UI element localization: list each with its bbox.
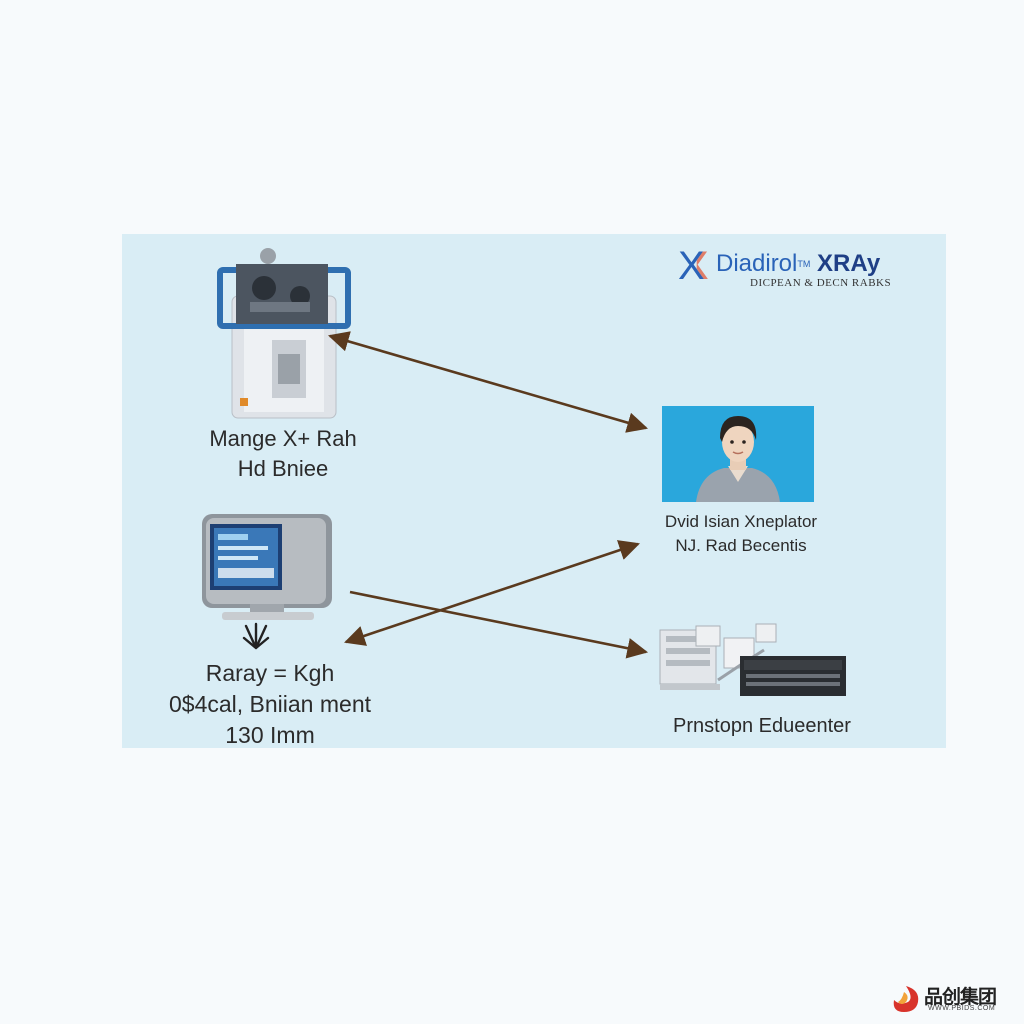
person-icon [696,416,780,502]
equipment-label: Prnstopn Edueenter [640,712,884,740]
machine-label-line1: Mange X+ Rah [209,426,357,451]
person-label-line2: NJ. Rad Becentis [675,536,807,555]
brand-x-mark: X [678,244,705,288]
brand-name: DiadirolTM XRAy [716,250,880,278]
monitor-label-line1: Raray = Kgh [205,660,335,686]
monitor-label: Raray = Kgh 0$4cal, Bniian ment 130 Imm [150,658,390,751]
monitor-label-line3: 130 Imm [225,722,315,748]
person-photo [662,406,814,502]
brand-x-mark-accent: X [682,244,709,288]
footer-logo: 品创集团 WWW.PBIDS.COM [890,982,1016,1016]
equipment-label-line1: Prnstopn Edueenter [673,715,851,737]
footer-url: WWW.PBIDS.COM [928,1005,996,1012]
brand-tagline: DICPEAN & DECN RABKS [750,277,892,289]
machine-label: Mange X+ Rah Hd Bniee [188,424,378,484]
brand-name-light: Diadirol [716,250,798,277]
brand-logo: X X DiadirolTM XRAy DICPEAN & DECN RABKS [676,244,936,294]
machine-label-line2: Hd Bniee [237,456,329,481]
monitor-label-line2: 0$4cal, Bniian ment [168,691,371,717]
person-label-line1: Dvid Isian Xneplator [664,512,818,531]
brand-trademark: TM [797,259,811,269]
xray-machine-icon [217,248,351,419]
person-label: Dvid Isian Xneplator NJ. Rad Becentis [636,510,846,558]
spark-icon [242,622,270,650]
footer-flame-icon [893,986,919,1012]
equipment-icon [659,623,846,696]
monitor-icon [202,514,332,620]
brand-name-bold: XRAy [817,250,881,277]
footer-brand: 品创集团 [924,987,997,1008]
